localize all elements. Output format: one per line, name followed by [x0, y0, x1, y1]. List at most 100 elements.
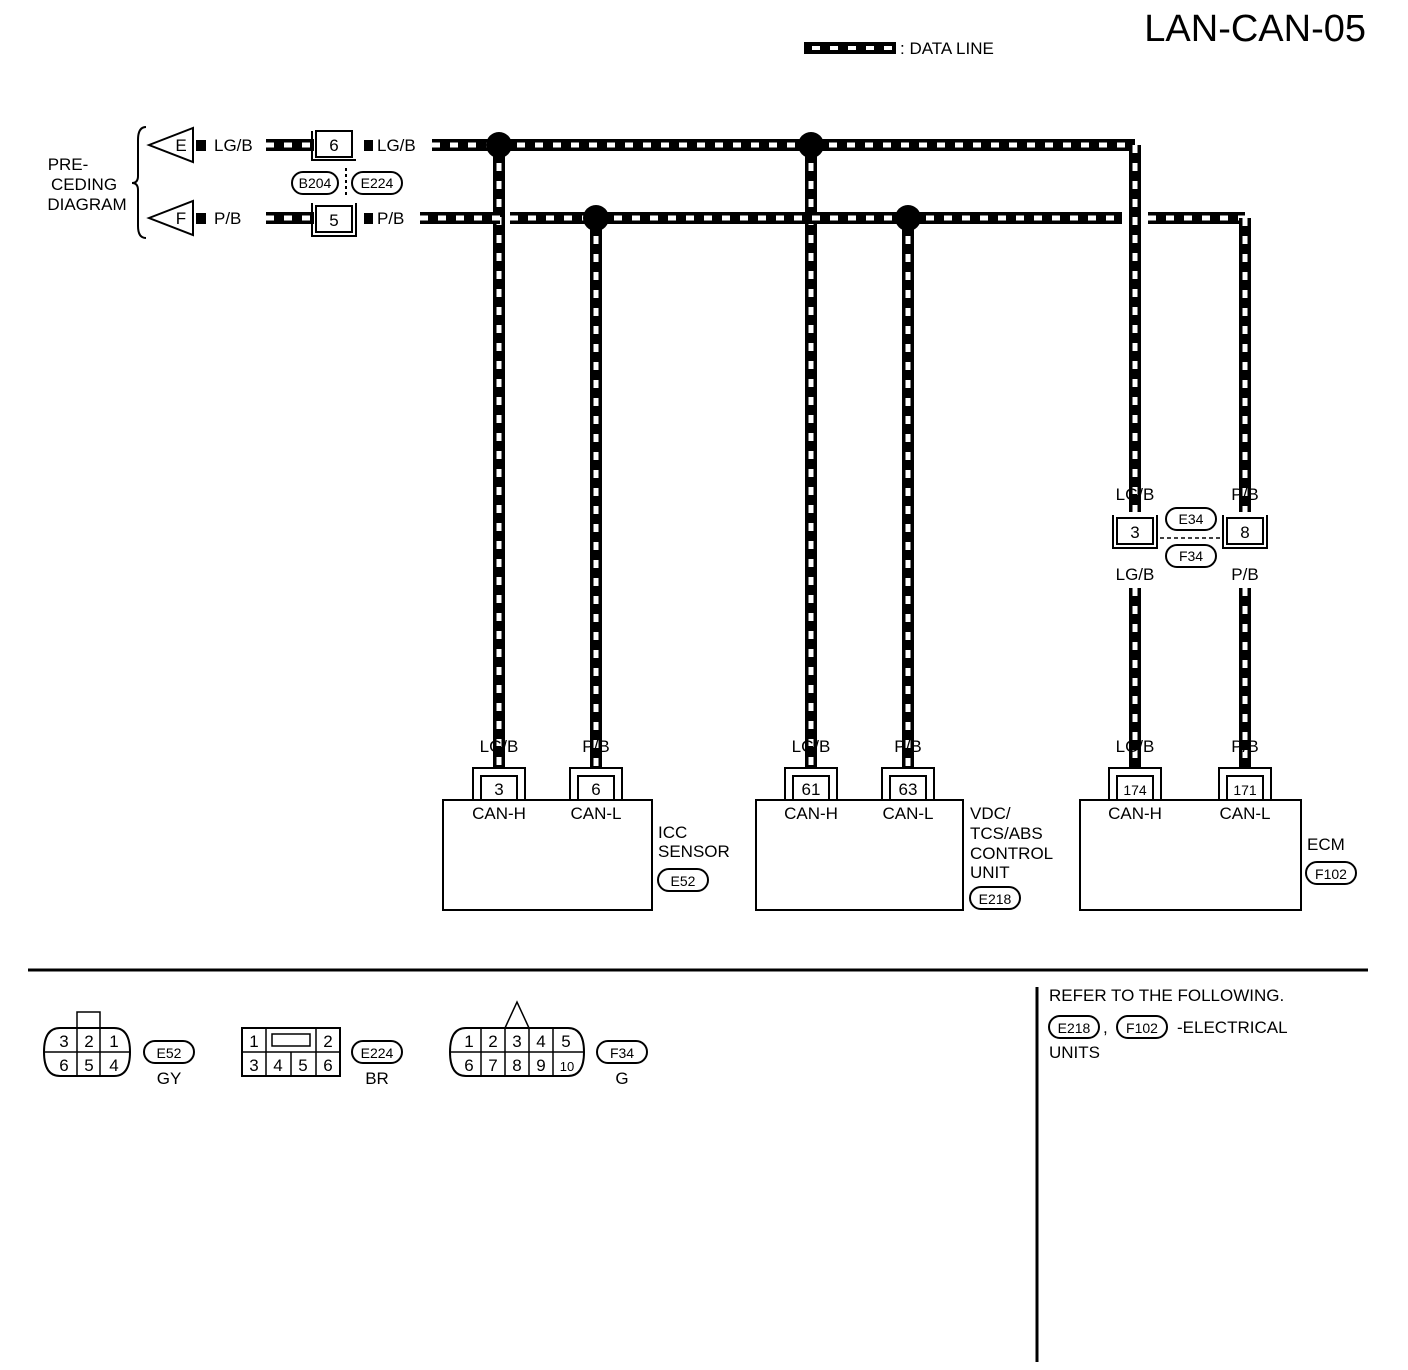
refer-note: REFER TO THE FOLLOWING. E218 , F102 -ELE… — [1048, 986, 1288, 1062]
legend-dash — [848, 46, 856, 50]
flag-f-arrow — [146, 199, 194, 237]
unit-pin-number: 6 — [591, 780, 600, 799]
pin-number: 1 — [109, 1032, 118, 1051]
connector-id-e218: E218 — [979, 891, 1012, 907]
connector-key — [271, 1033, 311, 1047]
data-line-wires — [266, 139, 1251, 768]
unit-box — [1079, 799, 1302, 911]
pin-number: 2 — [488, 1032, 497, 1051]
junction-pin-box — [315, 205, 353, 233]
pin-number: 5 — [561, 1032, 570, 1051]
mid-joint-connector: LG/B 3 LG/B P/B 8 P/B E34 F34 — [1112, 485, 1268, 584]
unit-vdc-tcs-abs: LG/B 61 P/B 63 CAN-H CAN-L VDC/ TCS/ABS … — [755, 737, 1053, 911]
connector-flag-e: E LG/B 6 LG/B — [146, 126, 416, 164]
connector-id-badge — [351, 171, 403, 195]
refer-heading: REFER TO THE FOLLOWING. — [1049, 986, 1284, 1005]
connector-id-b204: B204 — [299, 175, 332, 191]
connector-id-f34: F34 — [1179, 548, 1203, 564]
unit-pin-number: 61 — [802, 780, 821, 799]
wire-label: P/B — [894, 737, 921, 756]
connector-id-f102: F102 — [1315, 866, 1347, 882]
refer-suffix: -ELECTRICAL — [1177, 1018, 1288, 1037]
connector-id: F34 — [610, 1045, 634, 1061]
pin-number: 1 — [464, 1032, 473, 1051]
wire-label: LG/B — [214, 136, 253, 155]
flag-e-letter: E — [175, 136, 186, 155]
connector-id-e34: E34 — [1179, 511, 1204, 527]
legend-dash — [830, 46, 838, 50]
splice-dot — [895, 205, 921, 231]
legend-label: : DATA LINE — [900, 39, 994, 58]
pin-number: 5 — [298, 1056, 307, 1075]
wire-label: P/B — [1231, 485, 1258, 504]
splice-dot — [798, 132, 824, 158]
connector-color: GY — [157, 1069, 182, 1088]
unit-name-line-2: SENSOR — [658, 842, 730, 861]
pin-number: 4 — [273, 1056, 282, 1075]
pin-number: 1 — [249, 1032, 258, 1051]
preceding-label-line-1: PRE- — [48, 155, 89, 174]
connector-flag-f: F P/B 5 P/B — [146, 199, 404, 237]
junction-connector-ids: B204 E224 — [291, 168, 403, 198]
unit-box — [442, 799, 653, 911]
connector-id-badge — [1305, 861, 1357, 885]
connector-face-e52: 3 2 1 6 5 4 E52 GY — [42, 1011, 195, 1088]
pin-number: 7 — [488, 1056, 497, 1075]
connector-id-e52: E52 — [671, 873, 696, 889]
diagram-id: LAN-CAN-05 — [1144, 8, 1366, 50]
unit-name-line-1: ICC — [658, 823, 687, 842]
preceding-diagram-label: PRE- CEDING DIAGRAM — [47, 126, 147, 239]
pin-number: 3 — [249, 1056, 258, 1075]
signal-label: CAN-H — [1108, 804, 1162, 823]
unit-pin-number: 63 — [899, 780, 918, 799]
junction-pin-box — [315, 130, 353, 158]
connector-id-badge — [1116, 1015, 1168, 1039]
unit-name-line-1: ECM — [1307, 835, 1345, 854]
wire-label: P/B — [1231, 565, 1258, 584]
legend-dash — [866, 46, 874, 50]
connector-id-badge — [351, 1040, 403, 1064]
connector-id: E52 — [157, 1045, 182, 1061]
connector-id-badge — [291, 171, 339, 195]
splice-dot — [486, 132, 512, 158]
connector-color: BR — [365, 1069, 389, 1088]
wire-label: P/B — [582, 737, 609, 756]
connector-face-e224: 1 2 3 4 5 6 E224 BR — [241, 1027, 403, 1088]
wire-label: LG/B — [1116, 485, 1155, 504]
unit-name-line-1: VDC/ — [970, 804, 1011, 823]
joint-pin-box — [1226, 517, 1264, 545]
unit-name-line-3: CONTROL — [970, 844, 1053, 863]
wire-label: LG/B — [792, 737, 831, 756]
wire-label: LG/B — [1116, 737, 1155, 756]
pin-number: 2 — [323, 1032, 332, 1051]
pin-number: 5 — [84, 1056, 93, 1075]
unit-pin-box — [480, 775, 518, 801]
signal-label: CAN-L — [570, 804, 621, 823]
pin-number: 4 — [536, 1032, 545, 1051]
flag-e-arrow — [146, 126, 194, 164]
connector-face-f34: 1 2 3 4 5 6 7 8 9 10 F34 G — [448, 1000, 648, 1088]
unit-pin-number: 3 — [494, 780, 503, 799]
unit-pin-number: 174 — [1123, 782, 1147, 798]
pin-number: 6 — [59, 1056, 68, 1075]
connector-color: G — [615, 1069, 628, 1088]
pin-number: 6 — [464, 1056, 473, 1075]
legend-dash — [884, 46, 892, 50]
pin-number: 3 — [59, 1032, 68, 1051]
pin-number: 8 — [512, 1056, 521, 1075]
wire-label: LG/B — [480, 737, 519, 756]
joint-pin-box — [1116, 517, 1154, 545]
pin-number: 10 — [560, 1059, 574, 1074]
connector-key — [76, 1011, 101, 1029]
connector-id-badge — [969, 886, 1021, 910]
connector-key — [503, 1000, 531, 1029]
refer-id-e218: E218 — [1058, 1020, 1091, 1036]
unit-box — [755, 799, 964, 911]
preceding-brace — [131, 126, 147, 239]
unit-name-line-2: TCS/ABS — [970, 824, 1043, 843]
wire-label: LG/B — [1116, 565, 1155, 584]
unit-ecm: LG/B 174 P/B 171 CAN-H CAN-L ECM F102 — [1079, 737, 1357, 911]
pin-number: 9 — [536, 1056, 545, 1075]
unit-name-line-4: UNIT — [970, 863, 1010, 882]
